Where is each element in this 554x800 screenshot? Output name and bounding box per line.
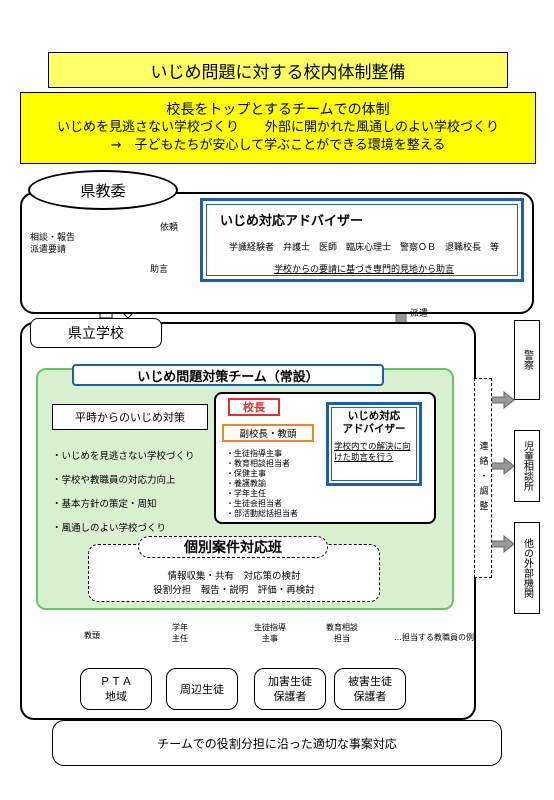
role-label: 学年主任 [172, 623, 188, 643]
child-consultation-box: 児童相談所 [514, 430, 540, 502]
advisor-role: 学校からの要請に基づき専門的見地から助言 [273, 265, 454, 275]
label-consult: 相談・報告 [30, 233, 76, 243]
staff-item: ・部活動総括担当者 [226, 509, 298, 518]
banner-line-2: いじめを見逃さない学校づくり 外部に開かれた風通しのよい学校づくり [56, 120, 499, 135]
measure-item: ・学校や教職員の対応力向上 [52, 475, 176, 486]
school-advisor-box [326, 402, 422, 486]
offender-box: 加害生徒保護者 [254, 668, 326, 710]
other-agencies-box: 他の外部機関 [514, 522, 540, 614]
measure-item: ・いじめを見逃さない学校づくり [52, 451, 195, 462]
school-advisor-title-2: アドバイザー [342, 423, 406, 435]
nearby-students-box: 周辺生徒 [166, 668, 238, 710]
footer-box: チームでの役割分担に沿った適切な事案対応 [52, 720, 502, 766]
staff-item: ・教育相談担当者 [226, 459, 290, 468]
measure-item: ・風通しのよい学校づくり [52, 523, 167, 534]
school-advisor-title: いじめ対応 アドバイザー [330, 410, 418, 436]
advisor-members: 学識経験者 弁護士 医師 臨床心理士 警察ＯＢ 退職校長 等 [228, 243, 499, 253]
police-box: 警察 [514, 320, 540, 400]
school-advisor-desc: 学校内での解決に向けた助言を行う [334, 442, 411, 463]
role-label: 生徒指導主事 [254, 623, 286, 643]
anti-bullying-advisor-box [200, 198, 524, 282]
label-dispatch: 派遣 [410, 309, 429, 319]
label-advice: 助言 [150, 265, 169, 275]
prefecture-board-ellipse: 県教委 [28, 170, 178, 210]
page-title: いじめ問題に対する校内体制整備 [48, 52, 508, 88]
liaison-coordination: 連絡・調整 [474, 378, 492, 578]
staff-item: ・保健主事 [226, 469, 266, 478]
role-label: 教育相談担当 [326, 623, 358, 643]
banner-line-1: 校長をトップとするチームでの体制 [166, 102, 390, 118]
case-unit-title: 個別案件対応班 [138, 536, 328, 558]
case-unit-line-2: 役割分担 報告・説明 評価・再検討 [153, 585, 315, 596]
routine-measures-title: 平時からのいじめ対策 [52, 404, 208, 430]
team-title: いじめ問題対策チーム（常設） [72, 364, 384, 386]
staff-item: ・学年主任 [226, 489, 266, 498]
policy-banner: 校長をトップとするチームでの体制 いじめを見逃さない学校づくり 外部に開かれた風… [20, 92, 536, 164]
prefectural-school-label: 県立学校 [30, 318, 162, 348]
vice-principal-badge: 副校長・教頭 [222, 424, 314, 442]
case-unit-line-1: 情報収集・共有 対応策の検討 [167, 571, 301, 582]
school-advisor-title-1: いじめ対応 [347, 410, 401, 422]
role-note: …担当する教職員の例 [394, 633, 474, 642]
measure-item: ・基本方針の策定・周知 [52, 499, 157, 510]
staff-item: ・生徒指導主事 [226, 449, 282, 458]
label-dispatch-request: 派遣要請 [30, 245, 67, 255]
principal-badge: 校長 [228, 398, 280, 416]
banner-line-3: → 子どもたちが安心して学ぶことができる環境を整える [110, 138, 446, 153]
role-label: 教頭 [84, 631, 100, 640]
victim-box: 被害生徒保護者 [334, 668, 406, 710]
advisor-title: いじめ対応アドバイザー [220, 214, 364, 229]
staff-item: ・養護教諭 [226, 479, 266, 488]
staff-item: ・生徒会担当者 [226, 499, 282, 508]
label-request: 依頼 [160, 223, 179, 233]
